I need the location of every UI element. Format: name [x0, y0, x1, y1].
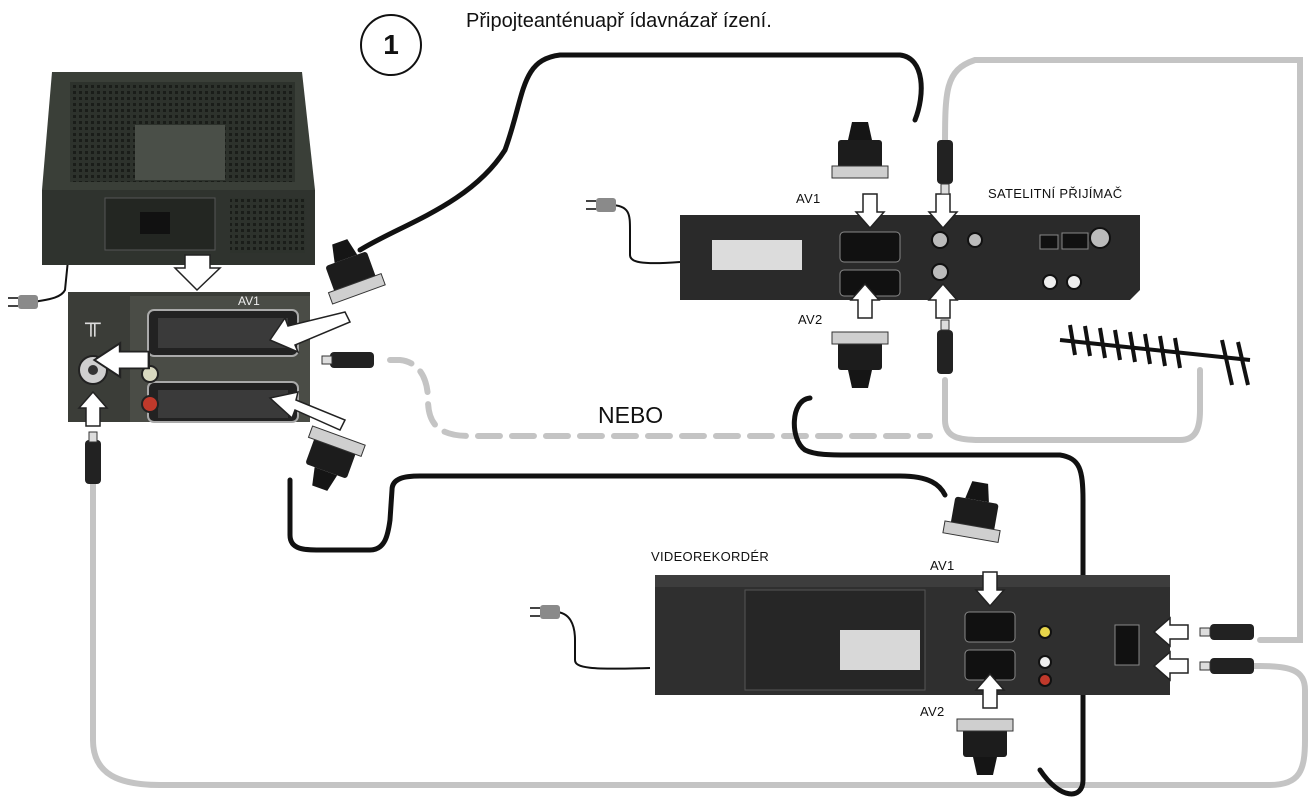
- scart-cable-sat-vcr: [791, 395, 1086, 797]
- scart-plug-tv-av2: [292, 425, 366, 499]
- antenna-cables: [90, 57, 1308, 788]
- video-recorder: [655, 575, 1170, 695]
- arrow-tv-av1-icon: [268, 311, 352, 354]
- tv-rear: [42, 72, 315, 265]
- antenna-plug-tv-dashed: [321, 352, 374, 368]
- sat-av2-label: AV2: [798, 312, 823, 327]
- instruction-title: Připojteanténuapř ídavnázař ízení.: [466, 10, 772, 32]
- vcr-av2-label: AV2: [920, 704, 945, 719]
- power-plug-tv: [8, 295, 38, 309]
- zoom-arrow-icon: [173, 254, 222, 292]
- scart-plug-sat-av1: [831, 121, 889, 179]
- antenna-plug-vcr-in: [1199, 624, 1254, 640]
- or-label: NEBO: [598, 402, 664, 428]
- antenna-plug-sat-top: [937, 140, 953, 195]
- power-plug-vcr: [530, 605, 560, 619]
- satellite-receiver: [680, 215, 1140, 300]
- antenna-cable-sat-loop: [942, 57, 1303, 643]
- aerial-icon: [1059, 324, 1251, 386]
- antenna-cable-dashed: [387, 357, 933, 439]
- satellite-receiver-label: SATELITNÍ PŘIJÍMAČ: [988, 186, 1123, 201]
- sat-av1-label: AV1: [796, 191, 821, 206]
- vcr-av1-label: AV1: [930, 558, 955, 573]
- tv-av1-label: AV1: [238, 294, 260, 308]
- antenna-plug-tv: [85, 431, 101, 484]
- arrow-tv-av2-icon: [268, 391, 347, 431]
- scart-cables: [287, 52, 1086, 797]
- tv-connector-panel: ╥: [68, 292, 310, 423]
- antenna-cable-aerial: [942, 367, 1203, 443]
- antenna-plug-vcr-out: [1199, 658, 1254, 674]
- antenna-cable-tv: [90, 467, 1308, 788]
- power-plug-satellite: [586, 198, 616, 212]
- antenna-plug-sat-bottom: [937, 319, 953, 374]
- scart-plug-vcr-av2: [956, 718, 1014, 776]
- videorecorder-label: VIDEOREKORDÉR: [651, 549, 770, 564]
- scart-cable-tv-vcr: [287, 473, 948, 553]
- svg-text:╥: ╥: [84, 310, 101, 337]
- scart-cable-tv-sat: [357, 52, 924, 253]
- scart-plug-vcr-av1: [942, 477, 1009, 543]
- scart-plug-sat-av2: [831, 331, 889, 389]
- step-number: 1: [360, 14, 422, 76]
